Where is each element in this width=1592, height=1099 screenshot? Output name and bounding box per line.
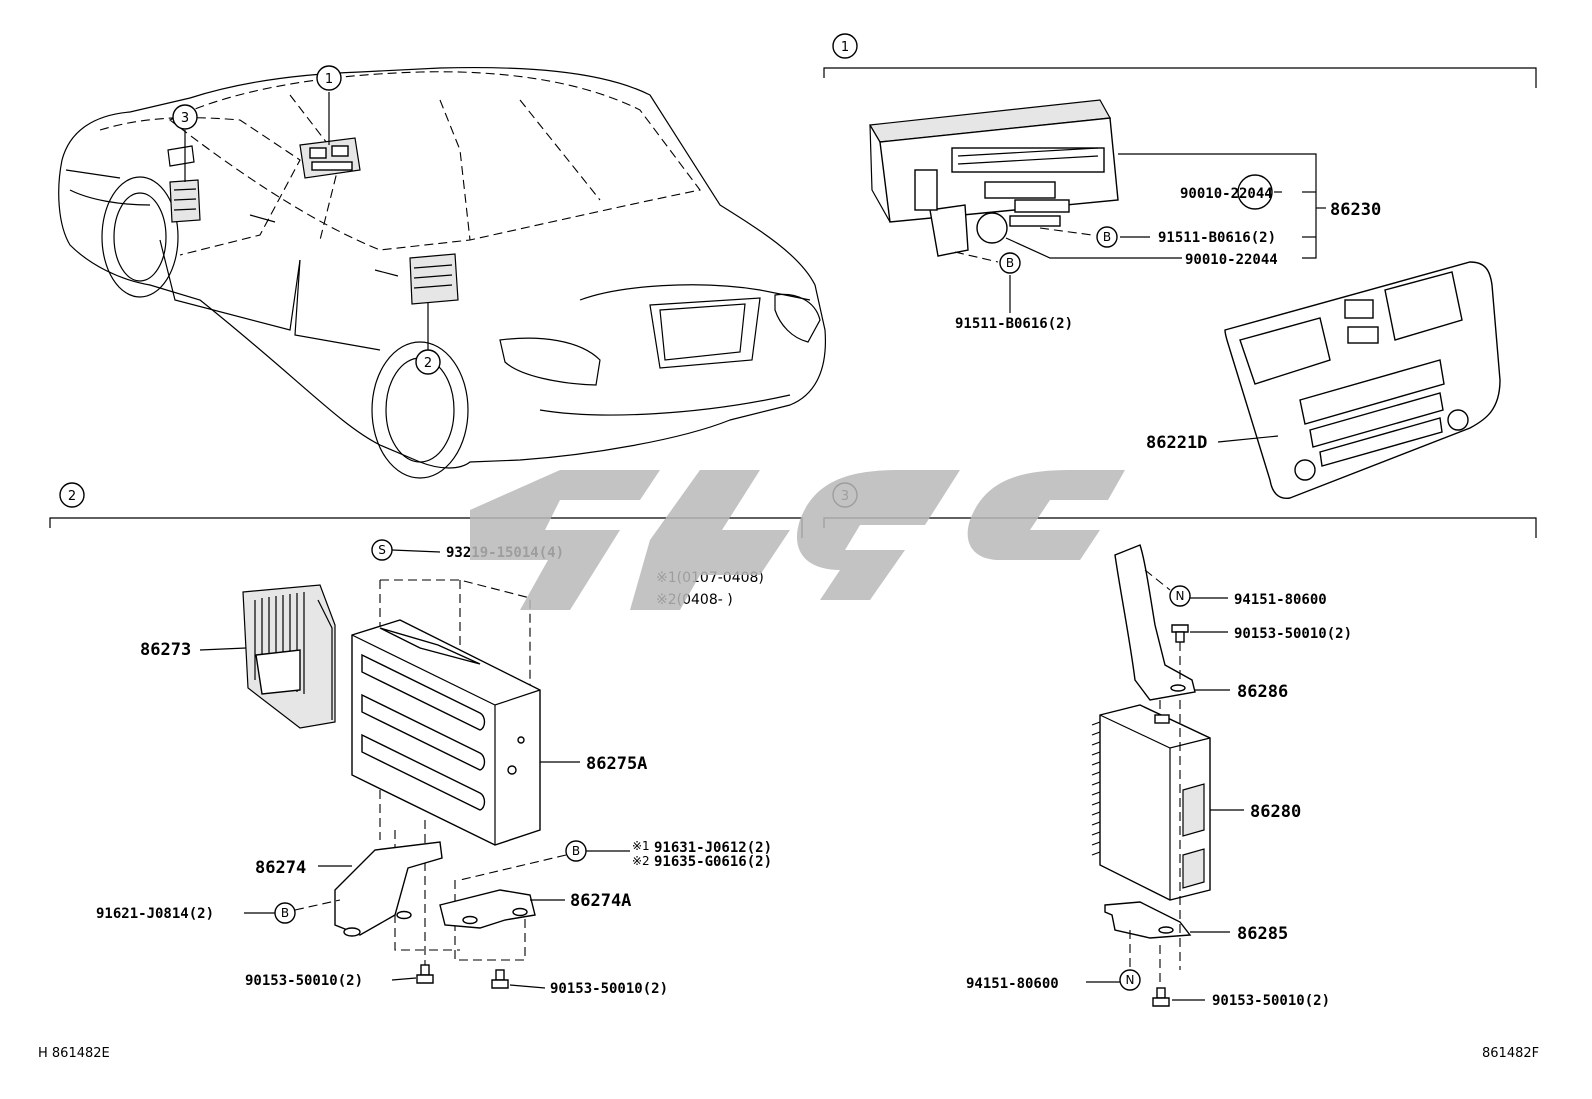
bracket-86286 [1114,544,1196,701]
label-91621-j0814: 91621-J0814(2) [96,906,214,922]
label-86275a: 86275A [586,754,647,774]
label-90153-50010-lower: 90153-50010(2) [1212,993,1330,1009]
label-86230: 86230 [1330,200,1381,220]
car-callout-1-label: 1 [325,72,333,87]
label-86285: 86285 [1237,924,1288,944]
label-90153-50010-right: 90153-50010(2) [550,981,668,997]
watermark-logo [470,470,1125,610]
car-illustration: 1 3 2 [58,65,827,479]
label-91631-j0612: 91631-J0612(2) [654,840,772,856]
symbol-b-91511-a-letter: B [1103,230,1111,244]
car-callout-2-label: 2 [424,356,432,371]
symbol-n-top-letter: N [1176,589,1185,603]
label-90010-22044-top: 90010-22044 [1180,186,1273,202]
mark-note-2: ※2 [632,854,650,868]
label-91635-g0616: 91635-G0616(2) [654,854,772,870]
section-1-bracket [823,67,1537,88]
symbol-b-91621-letter: B [281,906,289,920]
section-1-marker [832,33,858,59]
knob-90010-b [976,212,1008,244]
label-90153-50010-upper: 90153-50010(2) [1234,626,1352,642]
bolt-icon-upper [1171,624,1189,643]
label-91511-b0616-bottom: 91511-B0616(2) [955,316,1073,332]
label-86274a: 86274A [570,891,631,911]
mark-note-1: ※1 [632,839,650,853]
knob-90010-a [1237,174,1273,210]
amplifier-86273 [242,584,336,729]
label-86286: 86286 [1237,682,1288,702]
label-90010-22044-bottom: 90010-22044 [1185,252,1278,268]
label-90153-50010-left: 90153-50010(2) [245,973,363,989]
section-1-number: 1 [841,40,849,55]
symbol-n-bottom-letter: N [1126,973,1135,987]
bracket-86274a [439,889,536,929]
label-94151-80600-bottom: 94151-80600 [966,976,1059,992]
footer-right-reference: 861482F [1482,1046,1539,1061]
bolt-icon-left [416,964,434,984]
label-94151-80600-top: 94151-80600 [1234,592,1327,608]
car-callout-3 [172,104,198,130]
section-1: 1 90010-22044 86230 B [823,33,1537,499]
car-callout-2 [415,349,441,375]
symbol-n-94151-top [1169,585,1191,607]
symbol-b-91511-b [999,252,1021,274]
symbol-s-letter: S [378,543,386,557]
car-callout-1 [316,65,342,91]
symbol-b-91511-a [1096,226,1118,248]
car-callout-3-label: 3 [181,111,189,126]
label-86221d: 86221D [1146,433,1207,453]
section-3: 3 N 94151-80600 90153-50010(2) 86286 [823,482,1537,1009]
head-unit-86230 [869,99,1119,257]
case-86275a [351,619,541,846]
section-2-number: 2 [68,489,76,504]
bracket-86285 [1104,901,1192,939]
bolt-icon-lower [1152,987,1170,1007]
symbol-b-91631-letter: B [572,844,580,858]
bezel-86221d [1224,261,1501,499]
symbol-b-91511-b-letter: B [1006,256,1014,270]
amplifier-86280 [1091,704,1211,901]
car-amplifier [409,253,459,305]
symbol-n-94151-bottom [1119,969,1141,991]
label-86280: 86280 [1250,802,1301,822]
bolt-icon-right [491,969,509,989]
section-3-bracket [823,517,1537,538]
label-86273: 86273 [140,640,191,660]
car-head-unit [299,137,361,179]
label-86274: 86274 [255,858,306,878]
car-side-unit [169,179,201,223]
bracket-86274 [334,841,443,937]
label-91511-b0616-right: 91511-B0616(2) [1158,230,1276,246]
section-2-marker [59,482,85,508]
footer-left-reference: H 861482E [38,1046,110,1061]
